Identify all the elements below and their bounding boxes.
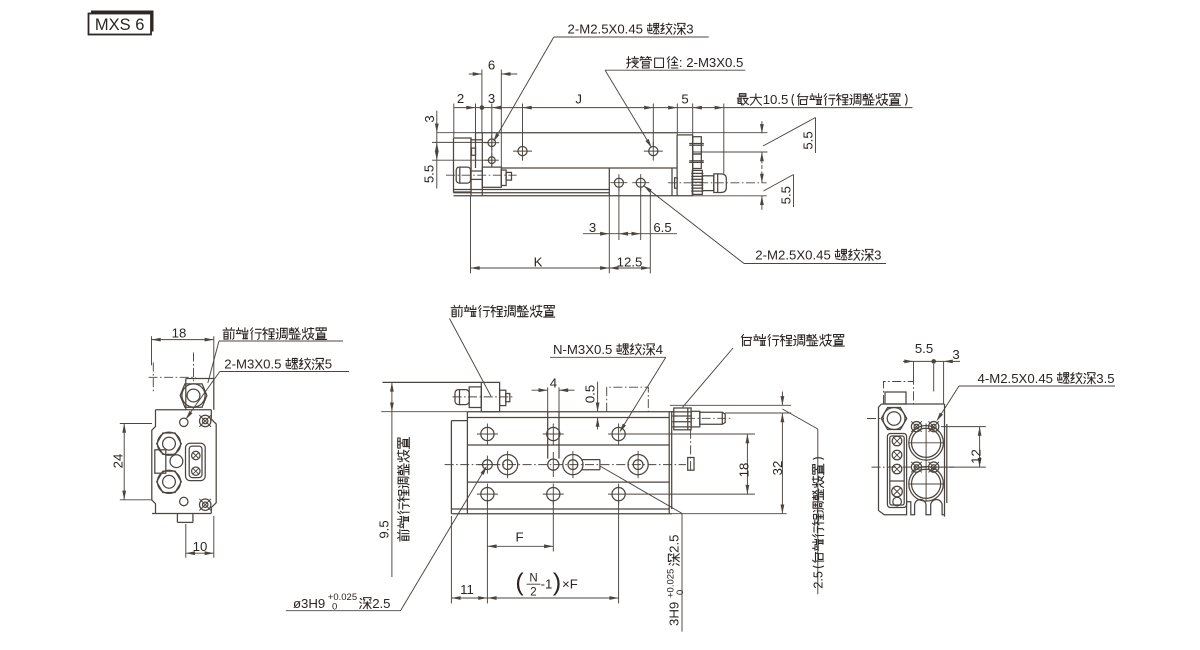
svg-text:2-M2.5X0.45: 2-M2.5X0.45	[755, 248, 831, 263]
svg-text:24: 24	[111, 454, 126, 469]
svg-text:3: 3	[874, 248, 881, 263]
svg-text:5.5: 5.5	[915, 341, 933, 356]
svg-text:ø3H9: ø3H9	[293, 596, 325, 611]
svg-text:(: (	[515, 569, 524, 597]
svg-text:6: 6	[488, 57, 495, 72]
svg-text:J: J	[575, 92, 582, 107]
svg-text:11: 11	[460, 582, 474, 597]
svg-text:10: 10	[193, 539, 208, 554]
svg-text:4: 4	[656, 342, 663, 357]
svg-text:3.5: 3.5	[1096, 371, 1114, 386]
svg-text:3: 3	[952, 347, 959, 362]
svg-text:5.5: 5.5	[779, 186, 794, 204]
svg-text:×F: ×F	[562, 576, 578, 591]
svg-text:2: 2	[530, 587, 536, 599]
svg-text:12.5: 12.5	[617, 254, 643, 269]
svg-text:2-M2.5X0.45: 2-M2.5X0.45	[568, 22, 644, 37]
svg-text:2.5: 2.5	[372, 596, 390, 611]
svg-text:4-M2.5X0.45: 4-M2.5X0.45	[978, 371, 1054, 386]
svg-text:2.5: 2.5	[667, 534, 682, 552]
svg-text:18: 18	[172, 326, 187, 341]
svg-text:K: K	[534, 254, 543, 269]
svg-text:): )	[553, 569, 561, 597]
svg-text:: 2-M3X0.5: : 2-M3X0.5	[679, 55, 744, 70]
svg-text:4: 4	[550, 376, 557, 391]
svg-text:10.5: 10.5	[763, 92, 789, 107]
svg-text:+0.025: +0.025	[328, 592, 357, 603]
svg-text:0: 0	[332, 602, 337, 613]
svg-text:32: 32	[770, 461, 785, 476]
svg-text:18: 18	[737, 463, 752, 478]
svg-text:3: 3	[422, 115, 437, 122]
svg-text:5: 5	[325, 357, 332, 372]
svg-text:5.5: 5.5	[422, 165, 437, 183]
svg-text:MXS 6: MXS 6	[95, 16, 145, 34]
svg-text:5: 5	[681, 92, 688, 107]
svg-text:6.5: 6.5	[653, 220, 671, 235]
svg-text:3H9: 3H9	[667, 602, 682, 626]
svg-text:0: 0	[675, 590, 686, 595]
svg-text:5.5: 5.5	[801, 131, 816, 149]
svg-text:3: 3	[589, 220, 596, 235]
svg-text:+0.025: +0.025	[666, 569, 677, 598]
svg-text:12: 12	[969, 449, 984, 464]
svg-text:2: 2	[457, 91, 464, 106]
svg-text:2-M3X0.5: 2-M3X0.5	[224, 357, 281, 372]
svg-text:F: F	[515, 530, 523, 545]
svg-text:3: 3	[686, 22, 693, 37]
svg-text:-1: -1	[541, 576, 553, 591]
svg-text:2.5: 2.5	[812, 571, 826, 589]
svg-text:0.5: 0.5	[583, 385, 598, 403]
svg-text:3: 3	[488, 91, 495, 106]
svg-text:N-M3X0.5: N-M3X0.5	[553, 342, 612, 357]
svg-text:9.5: 9.5	[377, 520, 392, 538]
svg-text:N: N	[529, 573, 537, 585]
